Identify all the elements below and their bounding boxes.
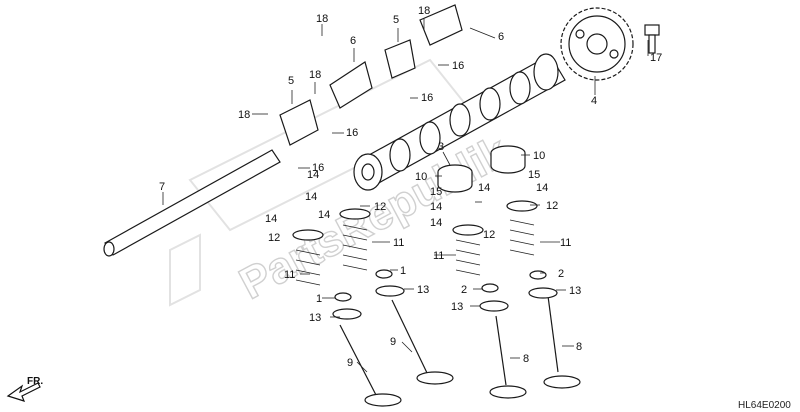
callout-8: 8 — [576, 341, 582, 353]
callout-11: 11 — [433, 250, 444, 262]
callout-11: 11 — [560, 237, 571, 249]
callout-17: 17 — [650, 52, 662, 64]
callout-12: 12 — [374, 201, 386, 213]
front-direction-marker: FR. — [6, 376, 43, 402]
callout-2: 2 — [558, 268, 564, 280]
sprocket-bolt — [644, 24, 660, 54]
front-label: FR. — [27, 376, 43, 387]
callout-14: 14 — [478, 182, 490, 194]
callout-14: 14 — [265, 213, 277, 225]
cam-sprocket — [560, 7, 634, 81]
callout-16: 16 — [421, 92, 433, 104]
callout-14: 14 — [430, 201, 442, 213]
callout-13: 13 — [309, 312, 321, 324]
callout-7: 7 — [159, 181, 165, 193]
callout-16: 16 — [346, 127, 358, 139]
callout-4: 4 — [591, 95, 597, 107]
callout-16: 16 — [452, 60, 464, 72]
callout-18: 18 — [238, 109, 250, 121]
callout-5: 5 — [288, 75, 294, 87]
callouts: 18 18 18 18 5 5 6 6 16 16 16 16 17 4 3 1… — [159, 5, 662, 369]
callout-14: 14 — [318, 209, 330, 221]
callout-18: 18 — [316, 13, 328, 25]
camshaft — [353, 53, 566, 191]
callout-13: 13 — [569, 285, 581, 297]
callout-10: 10 — [533, 150, 545, 162]
callout-9: 9 — [347, 357, 353, 369]
callout-11: 11 — [284, 269, 295, 281]
callout-2: 2 — [461, 284, 467, 296]
callout-1: 1 — [400, 265, 406, 277]
callout-14: 14 — [536, 182, 548, 194]
callout-9: 9 — [390, 336, 396, 348]
callout-14: 14 — [305, 191, 317, 203]
callout-10: 10 — [415, 171, 427, 183]
callout-13: 13 — [417, 284, 429, 296]
front-arrow-icon — [6, 382, 41, 402]
callout-12: 12 — [268, 232, 280, 244]
rocker-shaft — [103, 149, 281, 257]
callout-14: 14 — [307, 169, 319, 181]
callout-18: 18 — [309, 69, 321, 81]
callout-6: 6 — [498, 31, 504, 43]
callout-13: 13 — [451, 301, 463, 313]
callout-15: 15 — [528, 169, 540, 181]
valves — [339, 295, 581, 407]
tappets — [437, 145, 526, 193]
callout-11: 11 — [393, 237, 404, 249]
callout-5: 5 — [393, 14, 399, 26]
callout-6: 6 — [350, 35, 356, 47]
rocker-arms — [279, 4, 463, 146]
callout-16: 16 — [312, 162, 324, 174]
callout-8: 8 — [523, 353, 529, 365]
callout-12: 12 — [546, 200, 558, 212]
callout-14: 14 — [430, 217, 442, 229]
valve-springs — [292, 200, 538, 286]
diagram-code: HL64E0200 — [738, 400, 791, 411]
callout-18: 18 — [418, 5, 430, 17]
valve-seals — [332, 269, 558, 320]
callout-1: 1 — [316, 293, 322, 305]
callout-15: 15 — [430, 186, 442, 198]
callout-3: 3 — [438, 141, 444, 153]
callout-12: 12 — [483, 229, 495, 241]
leader-lines — [162, 18, 649, 373]
